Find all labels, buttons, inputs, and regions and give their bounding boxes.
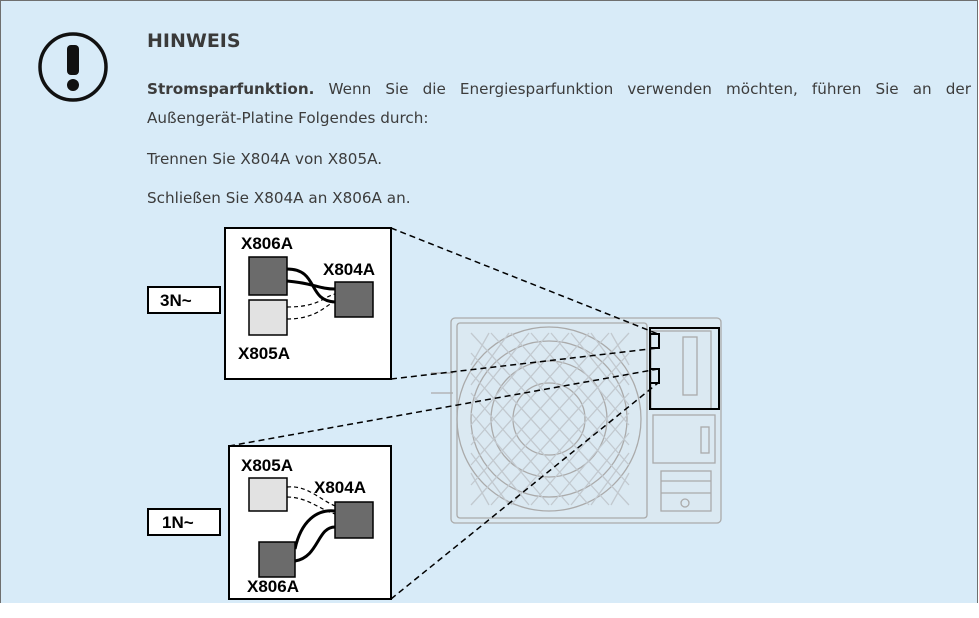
connector-x805a-1n (248, 477, 288, 512)
notice-title: HINWEIS (147, 30, 241, 52)
tag-3n: 3N~ (160, 291, 192, 310)
notice-step-2: Schließen Sie X804A an X806A an. (147, 189, 411, 207)
notice-step-1: Trennen Sie X804A von X805A. (147, 150, 383, 168)
tag-1n-box (147, 508, 221, 536)
outdoor-unit-illustration (431, 317, 722, 524)
connector-x806a-3n (248, 256, 288, 296)
notice-lead-paragraph: Stromsparfunktion. Wenn Sie die Energies… (147, 75, 971, 133)
detail-1n: X805A X804A X806A (228, 445, 392, 600)
page-bottom-margin (0, 603, 979, 617)
tag-3n-box (147, 286, 221, 314)
notice-lead-bold: Stromsparfunktion. (147, 80, 315, 98)
leader-lines (228, 227, 659, 600)
label-x806a-3n: X806A (241, 234, 293, 253)
notice-lead-text: Wenn Sie die Energiesparfunktion verwend… (147, 80, 971, 127)
tag-1n: 1N~ (162, 513, 194, 532)
label-x804a-1n: X804A (314, 478, 366, 497)
connector-x804a-3n (334, 281, 374, 318)
label-x804a-3n: X804A (323, 260, 375, 279)
exclamation-circle-icon (37, 31, 109, 103)
detail-3n: X806A X804A X805A (224, 227, 392, 380)
connector-x806a-1n (258, 541, 296, 578)
label-x805a-1n: X805A (241, 456, 293, 475)
connector-x805a-3n (248, 299, 288, 336)
connector-x804a-1n (334, 501, 374, 539)
label-x806a-1n: X806A (247, 577, 299, 596)
label-x805a-3n: X805A (238, 344, 290, 363)
